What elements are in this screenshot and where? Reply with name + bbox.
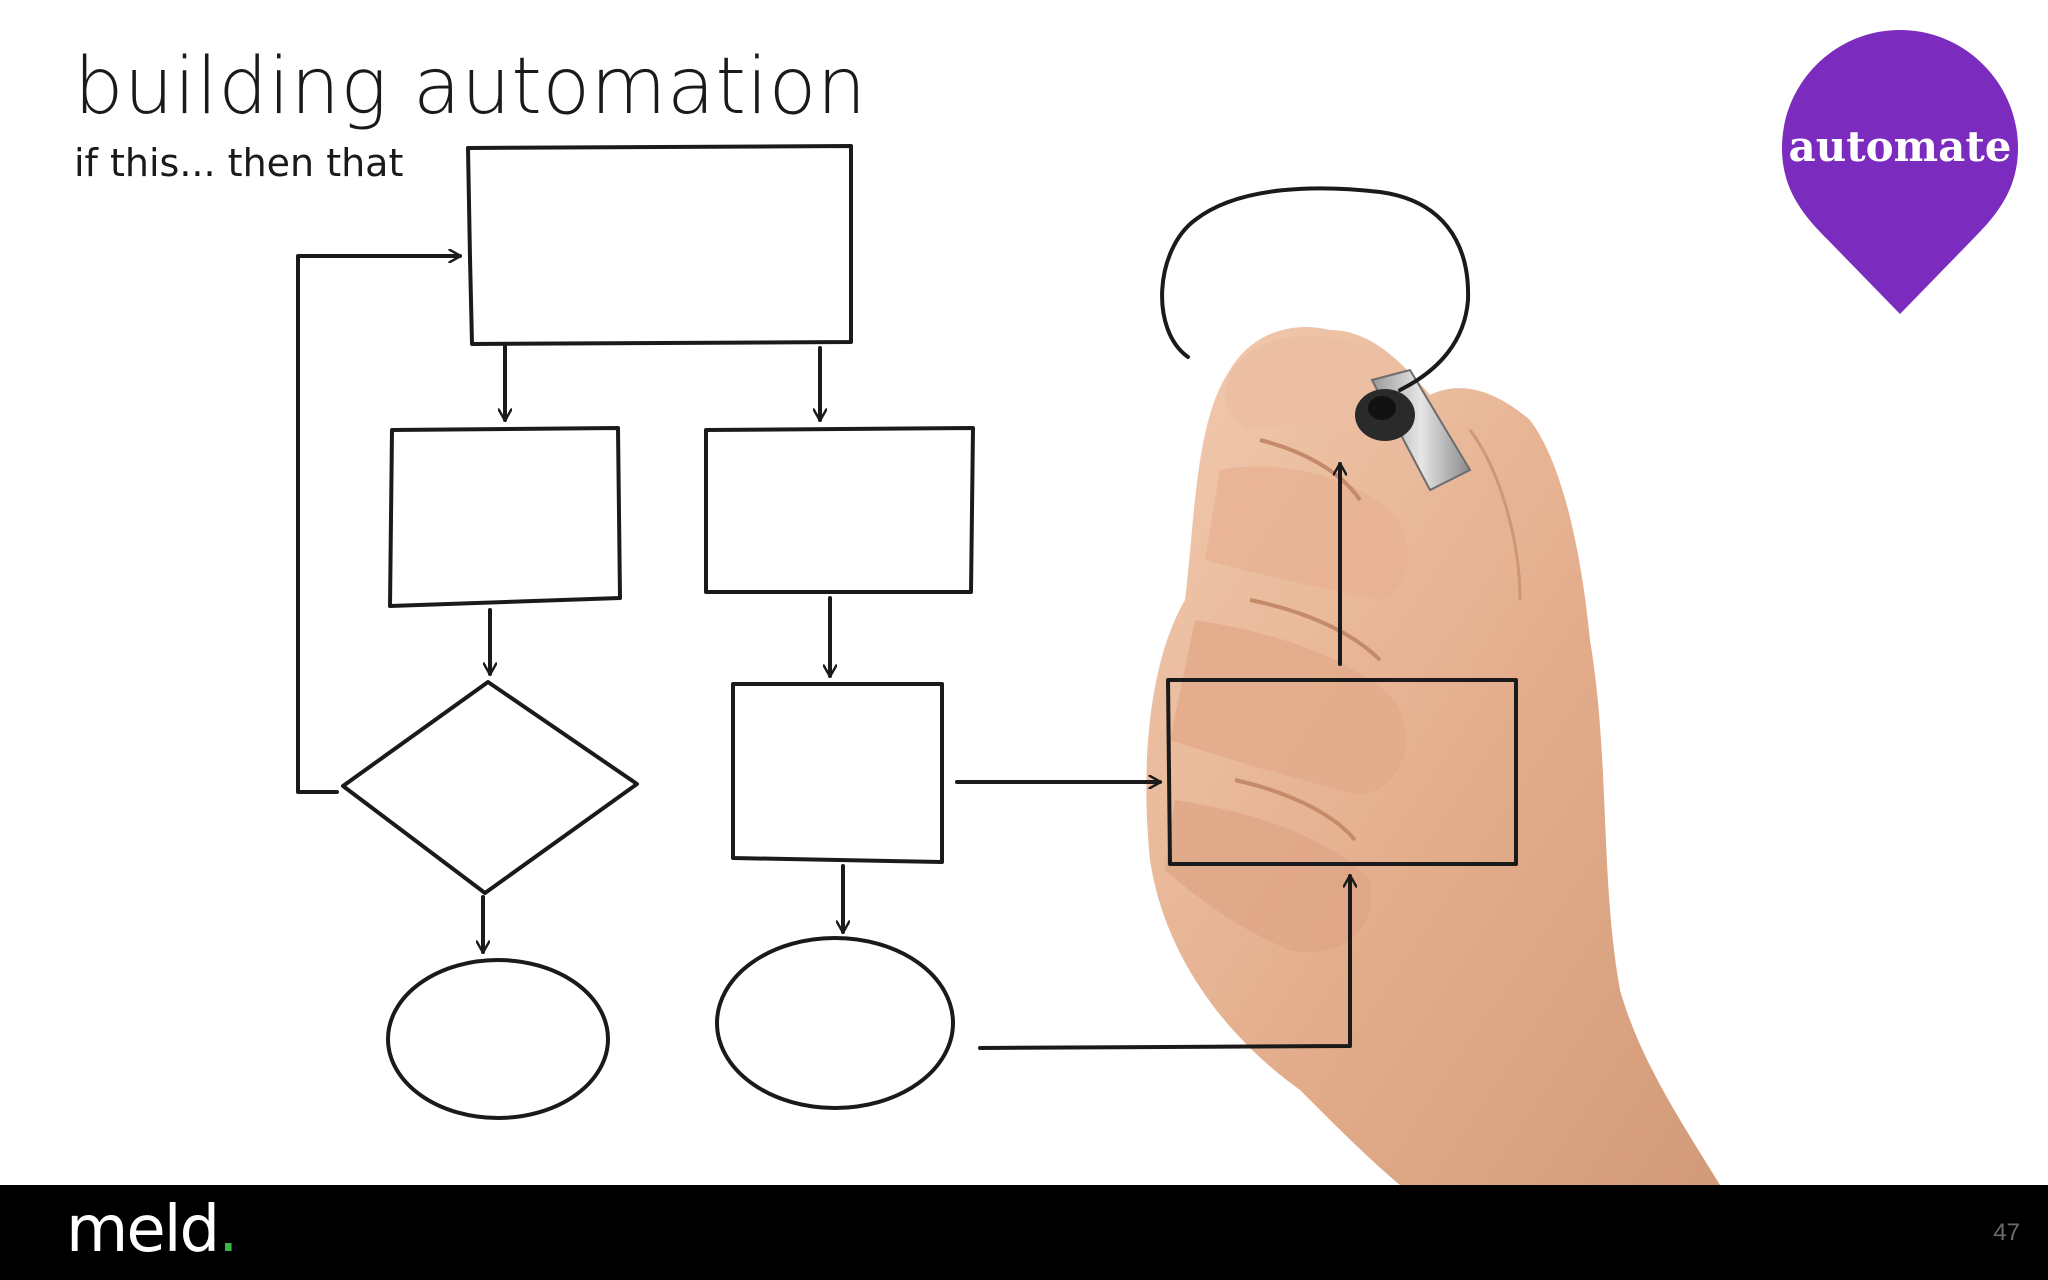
page-number: 47 — [1993, 1219, 2020, 1246]
flowchart-box-lower — [731, 682, 944, 864]
marker-pen — [1355, 368, 1472, 492]
flowchart-box-left — [388, 426, 622, 608]
flowchart-terminal-left — [386, 958, 610, 1120]
flowchart-box-top — [466, 144, 853, 346]
flowchart-decision-diamond — [341, 680, 639, 895]
badge-label: automate — [1788, 122, 2012, 171]
flowchart-diagram — [296, 144, 1720, 1185]
meld-logo: meld. — [66, 1193, 239, 1267]
flowchart-open-loop — [1160, 186, 1471, 392]
hand-illustration — [1146, 326, 1720, 1185]
footer-bar: meld. 47 — [0, 1185, 2048, 1280]
map-pin-icon — [1782, 30, 2018, 314]
flowchart-terminal-center — [715, 936, 955, 1110]
flowchart-box-right — [1166, 678, 1518, 866]
logo-dot: . — [218, 1193, 238, 1267]
arrow-diamond-loop-to-top — [296, 256, 462, 794]
flowchart-box-center — [704, 426, 975, 594]
slide-subtitle: if this... then that — [74, 141, 404, 185]
logo-text: meld — [66, 1193, 220, 1267]
slide-title: building automation — [74, 42, 867, 132]
automate-badge: automate — [1782, 30, 2018, 320]
arrow-terminal-to-right — [978, 874, 1350, 1050]
